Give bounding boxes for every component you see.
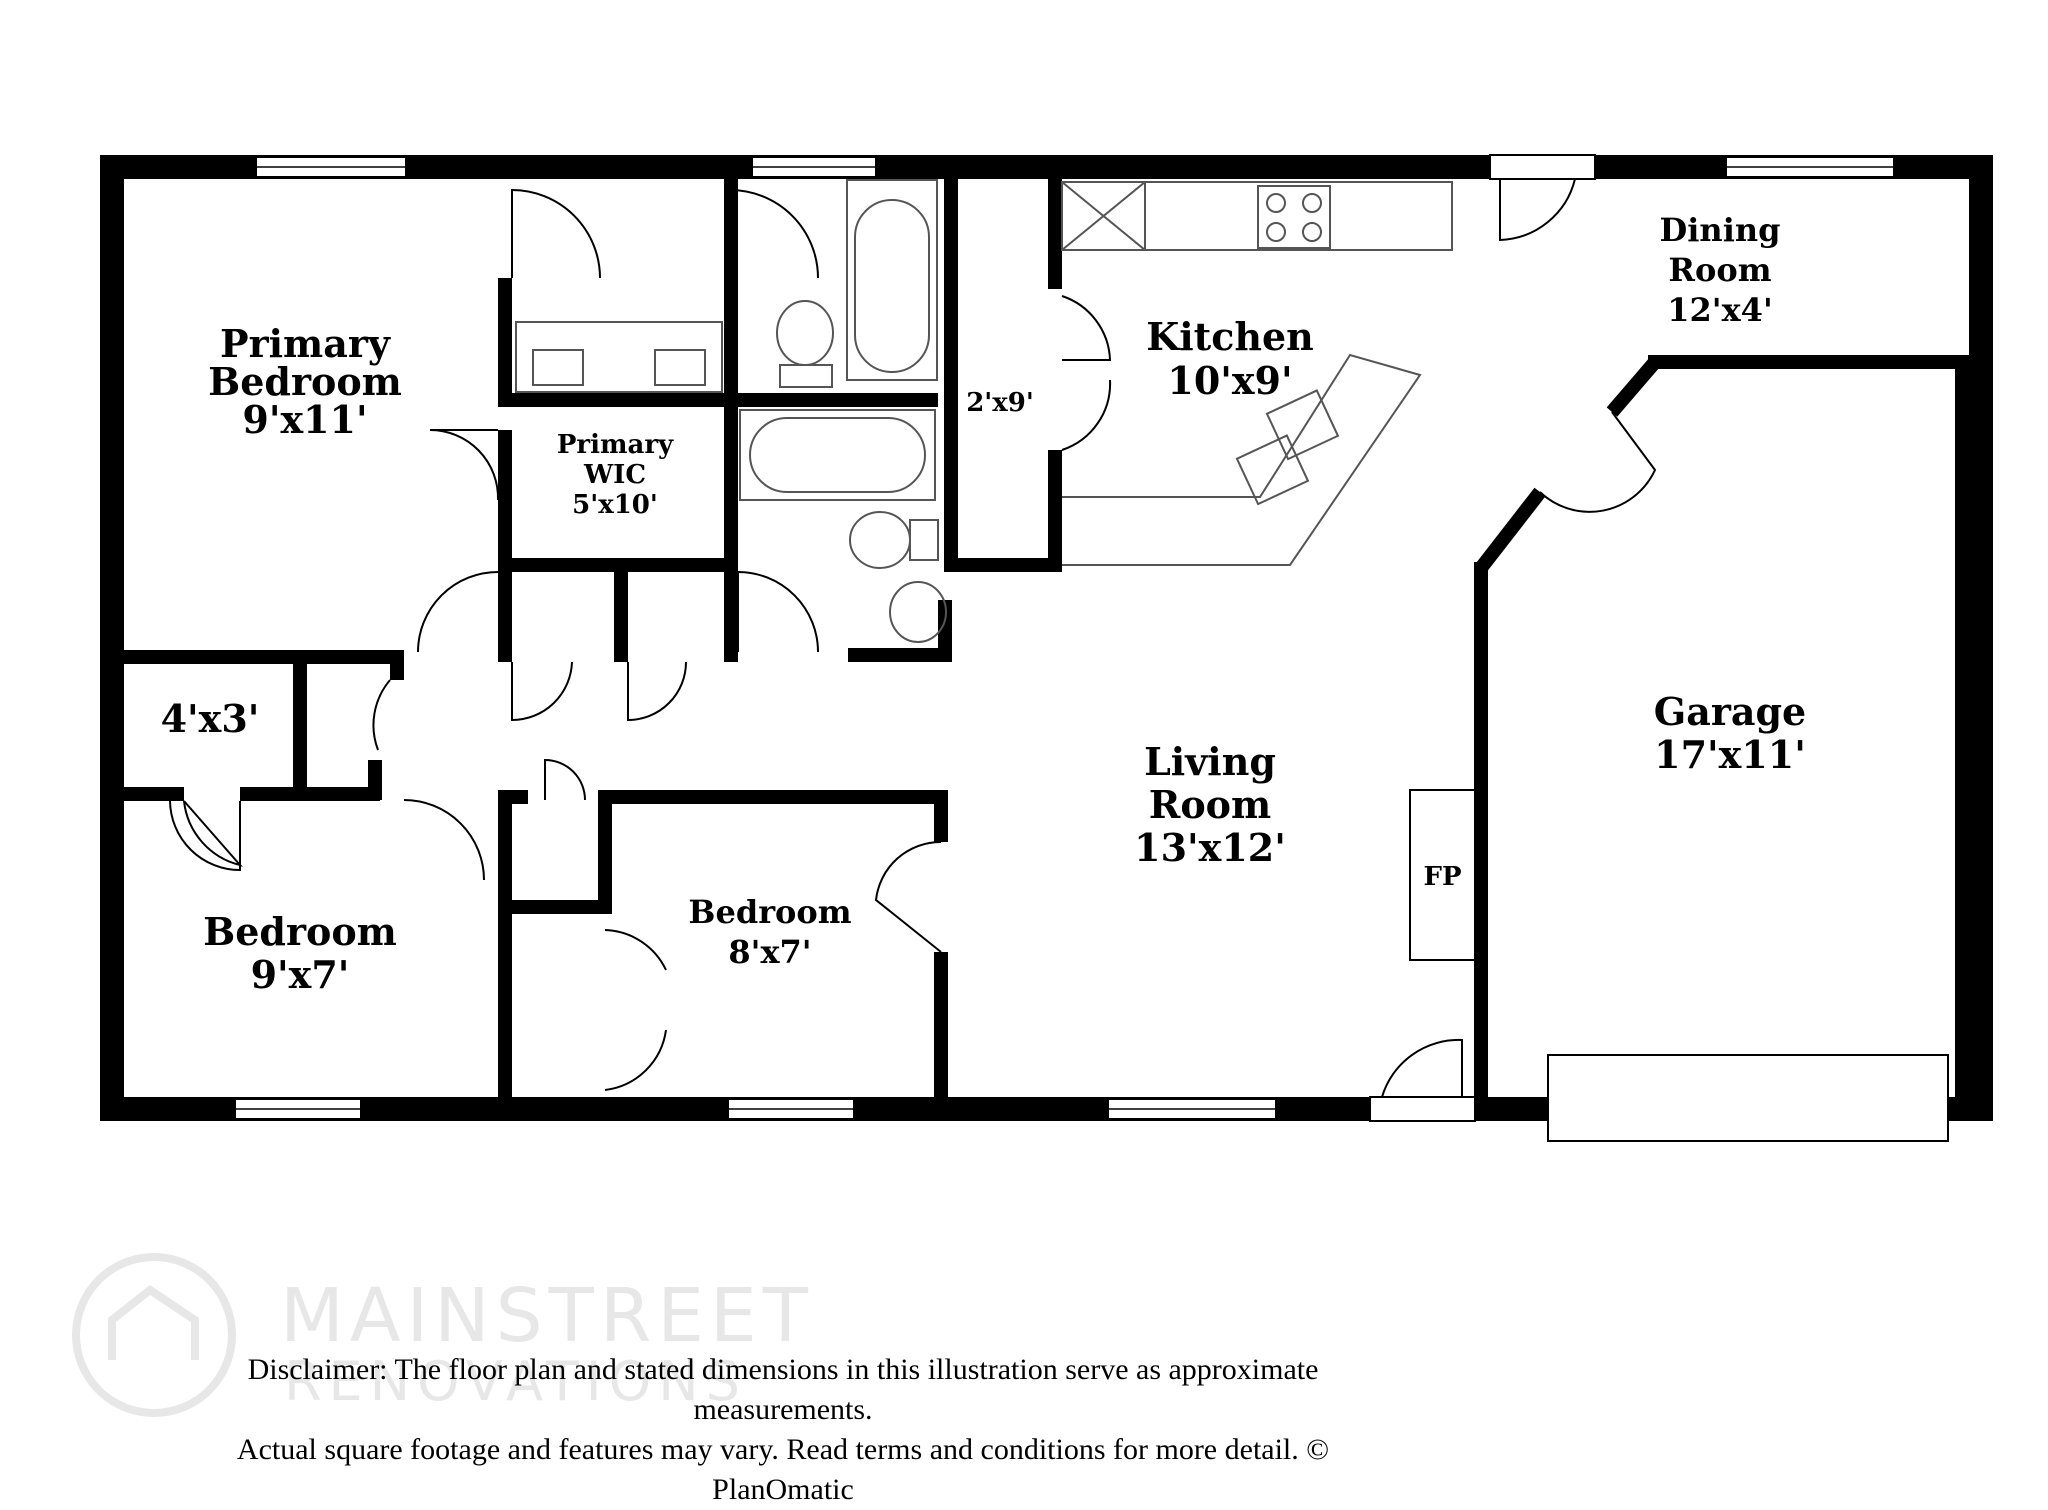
label-primary-bedroom: Primary Bedroom 9'x11' bbox=[180, 325, 430, 439]
label-living-room: Living Room 13'x12' bbox=[1090, 740, 1330, 869]
garage-angled-wall bbox=[1475, 357, 1661, 573]
watermark-line-2: RENOVATIONS bbox=[284, 1350, 747, 1413]
watermark-line-1: MAINSTREET bbox=[280, 1273, 814, 1359]
closet-dims: 4'x3' bbox=[160, 696, 260, 741]
kitchen-name: Kitchen bbox=[1146, 314, 1314, 359]
label-primary-wic: Primary WIC 5'x10' bbox=[530, 430, 700, 520]
dining-room-dims: 12'x4' bbox=[1667, 291, 1773, 329]
garage-door-swing bbox=[1539, 411, 1657, 513]
bedroom-center-dims: 8'x7' bbox=[728, 933, 812, 971]
stove bbox=[1257, 185, 1331, 249]
bath-fixtures bbox=[515, 179, 947, 643]
bedroom-left-dims: 9'x7' bbox=[250, 952, 350, 997]
disclaimer-line-1: Disclaimer: The floor plan and stated di… bbox=[247, 1353, 1319, 1426]
primary-wic-dims: 5'x10' bbox=[572, 490, 658, 520]
disclaimer: Disclaimer: The floor plan and stated di… bbox=[218, 1350, 1348, 1510]
label-garage: Garage 17'x11' bbox=[1620, 690, 1840, 776]
kitchen-dims: 10'x9' bbox=[1167, 358, 1293, 403]
window-lines bbox=[235, 166, 1894, 1110]
primary-bedroom-name-1: Primary bbox=[220, 321, 390, 366]
primary-wic-name-2: WIC bbox=[583, 460, 647, 490]
living-room-dims: 13'x12' bbox=[1134, 825, 1286, 870]
living-room-name-2: Room bbox=[1148, 782, 1272, 827]
primary-bedroom-dims: 9'x11' bbox=[242, 397, 368, 442]
pantry-dims: 2'x9' bbox=[966, 388, 1034, 418]
label-bedroom-left: Bedroom 9'x7' bbox=[170, 910, 430, 996]
dining-room-name-2: Room bbox=[1668, 251, 1772, 289]
garage-dims: 17'x11' bbox=[1654, 732, 1806, 777]
exterior-doors bbox=[1369, 154, 1596, 1122]
interior-walls bbox=[124, 179, 1969, 1097]
living-room-name-1: Living bbox=[1144, 739, 1276, 784]
primary-wic-name-1: Primary bbox=[556, 430, 674, 460]
bedroom-center-name: Bedroom bbox=[688, 893, 852, 931]
label-bedroom-center: Bedroom 8'x7' bbox=[660, 892, 880, 972]
bedroom-left-name: Bedroom bbox=[203, 909, 397, 954]
garage-name: Garage bbox=[1653, 689, 1807, 734]
label-dining-room: Dining Room 12'x4' bbox=[1630, 210, 1810, 330]
fireplace bbox=[1409, 789, 1476, 961]
fireplace-label: FP bbox=[1423, 862, 1462, 892]
interior-door-swings bbox=[169, 188, 1112, 1091]
watermark-logo bbox=[72, 1253, 236, 1417]
kitchen-counters bbox=[1061, 181, 1453, 566]
primary-bedroom-name-2: Bedroom bbox=[208, 359, 402, 404]
watermark: MAINSTREET RENOVATIONS bbox=[70, 1255, 808, 1425]
label-kitchen: Kitchen 10'x9' bbox=[1120, 315, 1340, 403]
disclaimer-line-2: Actual square footage and features may v… bbox=[236, 1433, 1330, 1506]
dining-room-name-1: Dining bbox=[1659, 211, 1781, 249]
label-closet: 4'x3' bbox=[140, 700, 280, 738]
exterior-door-swings bbox=[1381, 178, 1580, 1098]
label-fireplace: FP bbox=[1410, 864, 1475, 890]
label-pantry: 2'x9' bbox=[955, 390, 1045, 416]
